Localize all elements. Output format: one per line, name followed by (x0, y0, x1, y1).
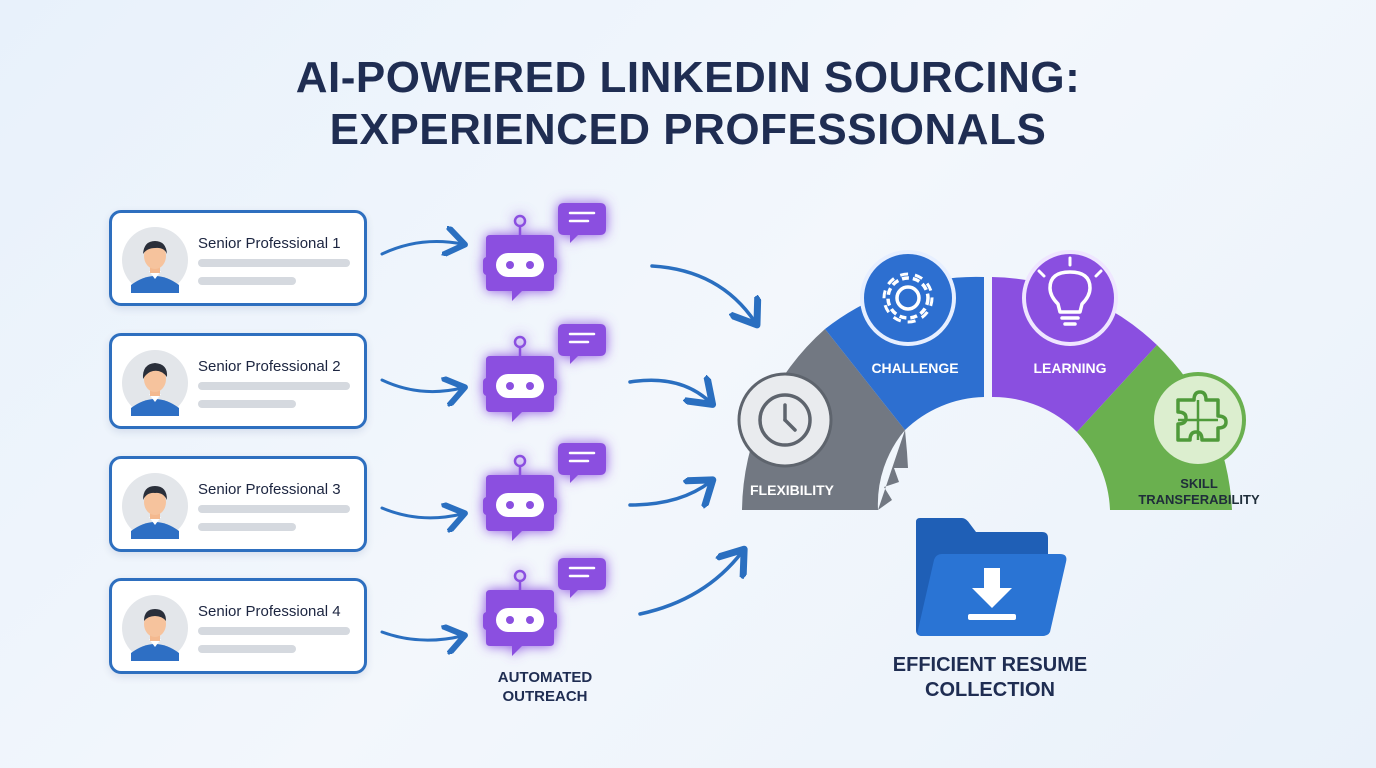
placeholder-line (198, 400, 296, 408)
profile-name: Senior Professional 4 (198, 603, 341, 620)
title-line-1: AI-POWERED LINKEDIN SOURCING: (295, 53, 1081, 102)
placeholder-line (198, 645, 296, 653)
gear-icon (860, 250, 956, 346)
arrow (380, 508, 462, 518)
skill-label-line-2: TRANSFERABILITY (1138, 492, 1260, 507)
placeholder-line (198, 505, 350, 513)
arrow (628, 482, 710, 505)
challenge-label: CHALLENGE (871, 360, 959, 376)
outreach-label-line-2: OUTREACH (502, 688, 588, 705)
placeholder-line (198, 382, 350, 390)
resume-collection-label: EFFICIENT RESUME COLLECTION (860, 653, 1120, 703)
placeholder-line (198, 277, 296, 285)
avatar-icon (122, 473, 188, 539)
robot-chat-icon (481, 322, 608, 424)
flexibility-label: FLEXIBILITY (750, 482, 834, 498)
collection-label-line-2: COLLECTION (925, 679, 1055, 701)
profile-card-2: Senior Professional 2 (109, 333, 367, 429)
robot-chat-icon (481, 556, 608, 658)
placeholder-line (198, 627, 350, 635)
arrow (650, 264, 755, 322)
profile-card-3: Senior Professional 3 (109, 456, 367, 552)
avatar-icon (122, 350, 188, 416)
arrow (380, 380, 462, 392)
automated-outreach-label: AUTOMATED OUTREACH (470, 668, 620, 706)
arrow (380, 242, 462, 254)
diagram-title: AI-POWERED LINKEDIN SOURCING: EXPERIENCE… (0, 52, 1376, 156)
lightbulb-icon (1022, 250, 1118, 346)
profile-name: Senior Professional 1 (198, 235, 341, 252)
learning-label: LEARNING (1033, 360, 1107, 376)
placeholder-line (198, 523, 296, 531)
profile-card-1: Senior Professional 1 (109, 210, 367, 306)
title-line-2: EXPERIENCED PROFESSIONALS (329, 105, 1047, 154)
placeholder-line (198, 259, 350, 267)
outreach-label-line-1: AUTOMATED (497, 669, 593, 686)
avatar-icon (122, 227, 188, 293)
profile-name: Senior Professional 2 (198, 358, 341, 375)
collection-label-line-1: EFFICIENT RESUME (892, 654, 1088, 676)
arrow (628, 380, 710, 402)
skill-transferability-label: SKILL TRANSFERABILITY (1124, 476, 1274, 508)
robot-chat-icon (481, 201, 608, 303)
skill-label-line-1: SKILL (1180, 476, 1218, 491)
download-folder-icon (916, 518, 1067, 636)
profile-card-4: Senior Professional 4 (109, 578, 367, 674)
arrow (638, 552, 742, 616)
robot-chat-icon (481, 441, 608, 543)
profile-name: Senior Professional 3 (198, 481, 341, 498)
arrow (380, 632, 462, 640)
clock-icon (737, 372, 833, 468)
avatar-icon (122, 595, 188, 661)
puzzle-icon (1150, 372, 1246, 468)
